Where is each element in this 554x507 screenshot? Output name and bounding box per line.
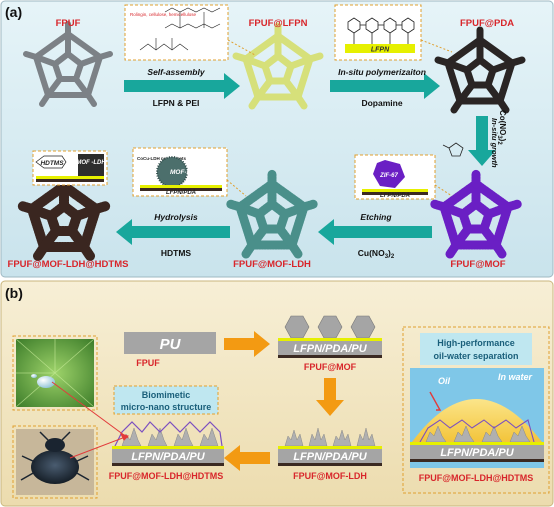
inset-leader [226, 179, 247, 197]
oil-droplet [412, 399, 542, 442]
fpuf-mof-ldh-stack [278, 427, 382, 466]
inset-leader [434, 184, 453, 197]
label-b-fpuf-mof-ldh: FPUF@MOF-LDH [293, 471, 367, 481]
arrow-in-situ-growth: Co(NO3)2 In-situ growth [442, 110, 507, 168]
step2-bottom: Dopamine [361, 98, 402, 108]
imidazole-icon [442, 142, 464, 157]
step4-top: Etching [360, 212, 392, 222]
step1-top: Self-assembly [147, 67, 205, 77]
arrow-etching: Etching Cu(NO3)2 [318, 212, 432, 260]
arrow-self-assembly: Self-assembly LFPN & PEI [124, 67, 240, 108]
mof-ldh-particle-icon [157, 157, 187, 187]
fpuf-mof-stack [278, 315, 382, 358]
fpuf-pda-foam-icon [434, 26, 526, 114]
lfpn-layer [140, 185, 222, 188]
label-fpuf-mof-ldh-hdtms: FPUF@MOF-LDH@HDTMS [8, 259, 129, 270]
step4-bottom: Cu(NO [358, 248, 385, 258]
label-fpuf: FPUF [56, 18, 81, 29]
dopamine-structure-icon [347, 17, 415, 44]
inset-lfpn-text: LFPN [371, 47, 390, 54]
inset-zif-lfpn-pda: LFPN/PDA [380, 193, 410, 199]
biomimetic-line2: micro-nano structure [121, 402, 212, 412]
arrow-b-2 [316, 378, 344, 416]
pda-layer [140, 188, 222, 191]
stack-label-hdtms: LFPN/PDA/PU [131, 451, 205, 463]
label-fpuf-pda: FPUF@PDA [460, 18, 514, 29]
fpuf-mof-ldh-hdtms-stack [112, 421, 224, 466]
lfpn-layer-bar [345, 44, 415, 53]
step5-top: Hydrolysis [154, 212, 198, 222]
inset-lfpn-chemistry [124, 4, 229, 61]
beetle-image [12, 425, 98, 499]
lignin-structure-icon [139, 7, 221, 51]
svg-text:Cu(NO3)2: Cu(NO3)2 [358, 248, 395, 260]
oil-flow-arrow [429, 391, 442, 411]
perf-line1: High-performance [437, 338, 515, 348]
oil-water-box [402, 326, 550, 494]
fpuf-foam-icon [23, 21, 113, 107]
label-b-oilwater-hdtms: FPUF@MOF-LDH@HDTMS [419, 473, 534, 483]
arrow-hydrolysis: Hydrolysis HDTMS [116, 212, 230, 258]
label-fpuf-mof-ldh: FPUF@MOF-LDH [233, 259, 311, 270]
svg-text:Co(NO3)2: Co(NO3)2 [496, 110, 507, 145]
biomimetic-line1: Biomimetic [142, 390, 191, 400]
panel-a-tag: (a) [5, 4, 22, 20]
zif67-crystal-icon [373, 160, 405, 188]
step5-bottom: HDTMS [161, 248, 192, 258]
panel-a-background [0, 0, 554, 278]
pu-layer [410, 445, 544, 459]
leader-lines [51, 381, 129, 459]
biomimetic-box [113, 385, 219, 415]
oil-water-title-box [420, 333, 532, 365]
inset-hdtms-text: HDTMS [40, 160, 64, 167]
pda-layer [410, 459, 544, 462]
pda-layer [362, 192, 428, 195]
oil-water-coating-outline [419, 419, 535, 443]
fpuf-lfpn-foam-icon [232, 22, 324, 110]
stack-label-oilwater: LFPN/PDA/PU [440, 447, 514, 459]
inset-lignin-text: Rolingin, cellulose, hemicellulose [130, 12, 197, 17]
step3-top: Co(NO [498, 110, 507, 135]
inset-mof-ldh-stack: MOF -LDH [76, 160, 106, 166]
oil-label: Oil [438, 376, 451, 386]
label-b-fpuf-mof: FPUF@MOF [304, 362, 357, 372]
in-water-label: In water [498, 372, 533, 382]
label-b-fpuf-mof-ldh-hdtms: FPUF@MOF-LDH@HDTMS [109, 471, 224, 481]
fpuf-mof-ldh-foam-icon [225, 169, 319, 259]
fpuf-mof-foam-icon [429, 169, 523, 259]
stack-label-mof: LFPN/PDA/PU [293, 343, 367, 355]
lfpn-layer [36, 176, 104, 179]
arrow-in-situ-polymerization: In-situ polymerizaiton Dopamine [330, 67, 440, 108]
inset-mof-ldh-text: MOF-LDH [170, 169, 200, 176]
fpuf-mof-ldh-hdtms-foam-icon [17, 171, 111, 261]
step3-bottom: In-situ growth [490, 118, 499, 168]
pu-label: PU [160, 336, 182, 353]
pda-layer [36, 179, 104, 182]
inset-leader [227, 39, 256, 56]
label-fpuf-mof: FPUF@MOF [450, 259, 505, 270]
lotus-leaf-image [12, 335, 98, 411]
inset-cocu-ldh: CoCu-LDH nanosheets [137, 156, 186, 161]
perf-line2: oil-water separation [433, 351, 518, 361]
inset-zif67-text: ZIF-67 [379, 173, 398, 179]
pu-substrate [124, 332, 216, 354]
lfpn-layer [362, 189, 428, 192]
step1-bottom: LFPN & PEI [153, 98, 200, 108]
mof-ldh-block [78, 154, 104, 176]
arrow-b-1 [224, 331, 270, 357]
arrow-b-3 [224, 445, 270, 471]
inset-ldh-lfpn-pda: LFPN/PDA [166, 190, 196, 196]
panel-b-tag: (b) [5, 285, 23, 301]
lfpn-layer [410, 442, 544, 445]
label-fpuf-lfpn: FPUF@LFPN [249, 18, 308, 29]
stack-label-ldh: LFPN/PDA/PU [293, 451, 367, 463]
hdtms-molecule-icon [35, 155, 67, 169]
inset-leader [420, 39, 453, 53]
label-b-fpuf: FPUF [136, 358, 160, 368]
step2-top: In-situ polymerizaiton [338, 67, 426, 77]
